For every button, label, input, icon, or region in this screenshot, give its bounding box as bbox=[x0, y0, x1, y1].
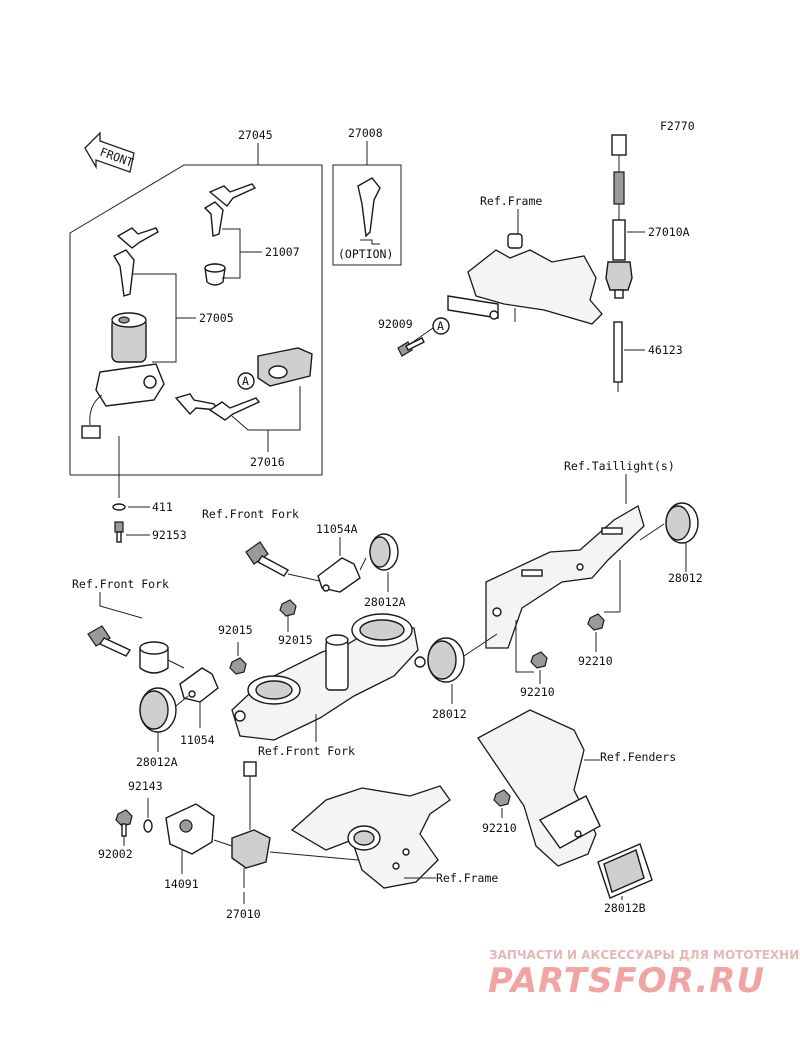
washer-92143 bbox=[143, 819, 153, 833]
ref-frame-bottom: Ref.Frame bbox=[436, 871, 498, 885]
switch-27010 bbox=[231, 761, 271, 888]
part-number-27008: 27008 bbox=[348, 126, 383, 140]
taillight-bracket bbox=[485, 505, 645, 649]
callout-a-right-label: A bbox=[437, 319, 444, 333]
part-number-27016: 27016 bbox=[250, 455, 285, 469]
seat-lock-assembly bbox=[174, 347, 313, 421]
nut-92210-a bbox=[587, 613, 605, 631]
part-number-28012-mid: 28012 bbox=[432, 707, 467, 721]
part-number-92210-c: 92210 bbox=[482, 821, 517, 835]
ignition-switch-set-group bbox=[69, 143, 323, 476]
part-number-27045: 27045 bbox=[238, 128, 273, 142]
cover-14091 bbox=[165, 803, 215, 855]
bolt-front-fork-left bbox=[87, 625, 132, 657]
ref-front-fork-top: Ref.Front Fork bbox=[202, 507, 299, 521]
fender-part bbox=[477, 709, 601, 867]
bracket-11054A bbox=[317, 557, 361, 593]
ref-front-fork-left: Ref.Front Fork bbox=[72, 577, 169, 591]
part-number-92015-left: 92015 bbox=[218, 623, 253, 637]
screw-92009 bbox=[397, 337, 425, 357]
washer-411 bbox=[112, 503, 126, 511]
part-number-92210-b: 92210 bbox=[520, 685, 555, 699]
part-number-92153: 92153 bbox=[152, 528, 187, 542]
collar-front-fork-left bbox=[139, 641, 169, 674]
part-number-92002: 92002 bbox=[98, 847, 133, 861]
part-number-11054: 11054 bbox=[180, 733, 215, 747]
watermark-tagline: ЗАПЧАСТИ И АКСЕССУАРЫ ДЛЯ МОТОТЕХНИКИ bbox=[489, 948, 800, 962]
sensor-27010A bbox=[605, 134, 633, 299]
part-number-11054A: 11054A bbox=[316, 522, 358, 536]
bolt-92002 bbox=[115, 809, 133, 837]
reflector-28012B bbox=[597, 843, 653, 899]
callout-a-left bbox=[237, 372, 255, 390]
nut-92015-mid bbox=[279, 599, 297, 617]
part-number-28012A-top: 28012A bbox=[364, 595, 406, 609]
part-number-411: 411 bbox=[152, 500, 173, 514]
figure-code: F2770 bbox=[660, 119, 695, 133]
ref-frame-top: Ref.Frame bbox=[480, 194, 542, 208]
bolt-92153 bbox=[114, 521, 124, 543]
nut-92015-left bbox=[229, 657, 247, 675]
rod-46123 bbox=[613, 321, 623, 392]
part-number-28012A-bottom: 28012A bbox=[136, 755, 178, 769]
ref-front-fork-bottom: Ref.Front Fork bbox=[258, 744, 355, 758]
option-key bbox=[357, 177, 381, 238]
part-number-28012B: 28012B bbox=[604, 901, 646, 915]
bolt-front-fork-top bbox=[245, 541, 290, 577]
reflector-28012-right bbox=[665, 502, 699, 544]
nut-92210-c bbox=[493, 789, 511, 807]
nut-92210-b bbox=[530, 651, 548, 669]
part-number-92015-mid: 92015 bbox=[278, 633, 313, 647]
option-label: (OPTION) bbox=[338, 247, 393, 261]
reflector-28012A-bottom bbox=[139, 687, 177, 733]
part-number-14091: 14091 bbox=[164, 877, 199, 891]
ref-taillight: Ref.Taillight(s) bbox=[564, 459, 675, 473]
reflector-28012A-top bbox=[369, 533, 399, 571]
part-number-92210-a: 92210 bbox=[578, 654, 613, 668]
part-number-27005: 27005 bbox=[199, 311, 234, 325]
callout-a-left-label: A bbox=[242, 374, 249, 388]
front-arrow-icon: FRONT bbox=[84, 131, 135, 173]
part-number-27010: 27010 bbox=[226, 907, 261, 921]
reflector-28012-mid bbox=[427, 637, 465, 683]
ref-fenders: Ref.Fenders bbox=[600, 750, 676, 764]
bracket-11054 bbox=[179, 667, 219, 703]
triple-clamp bbox=[231, 613, 426, 741]
part-number-46123: 46123 bbox=[648, 343, 683, 357]
part-number-28012-right: 28012 bbox=[668, 571, 703, 585]
part-number-21007: 21007 bbox=[265, 245, 300, 259]
part-number-27010A: 27010A bbox=[648, 225, 690, 239]
key-blank-pair bbox=[203, 183, 257, 286]
ignition-switch bbox=[81, 227, 165, 439]
part-number-92143: 92143 bbox=[128, 779, 163, 793]
part-number-92009: 92009 bbox=[378, 317, 413, 331]
watermark-logo: PARTSFOR.RU bbox=[488, 961, 766, 1001]
frame-bracket-top bbox=[447, 233, 603, 325]
callout-a-right bbox=[432, 317, 450, 335]
frame-bracket-bottom bbox=[290, 785, 451, 889]
